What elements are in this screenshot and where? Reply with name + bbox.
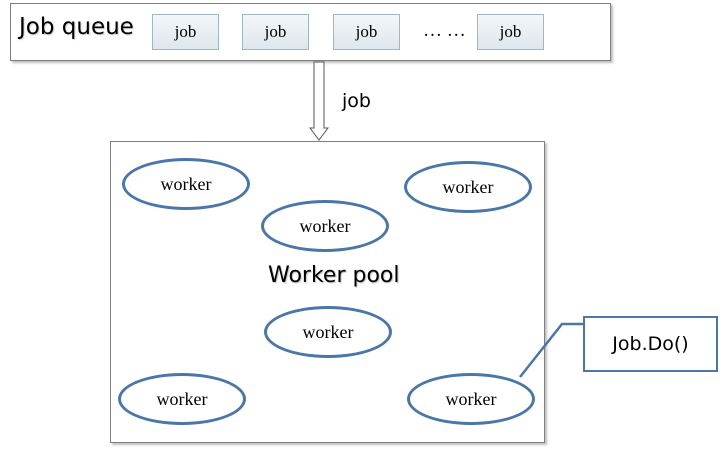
arrow-label: job [342,90,371,112]
job-item: job [333,14,400,50]
worker-node: worker [118,373,246,425]
worker-node: worker [404,161,532,213]
callout-line [519,322,584,378]
worker-node: worker [264,306,392,358]
job-do-callout: Job.Do() [583,316,718,372]
job-item: job [152,14,219,50]
worker-pool-title: Worker pool [268,263,400,288]
worker-node: worker [407,373,535,425]
job-item: job [477,14,544,50]
job-queue-ellipsis: … … [423,20,466,41]
job-item: job [242,14,309,50]
job-queue-title: Job queue [19,14,134,40]
worker-node: worker [122,158,250,210]
down-arrow [309,61,329,141]
worker-node: worker [261,200,389,252]
